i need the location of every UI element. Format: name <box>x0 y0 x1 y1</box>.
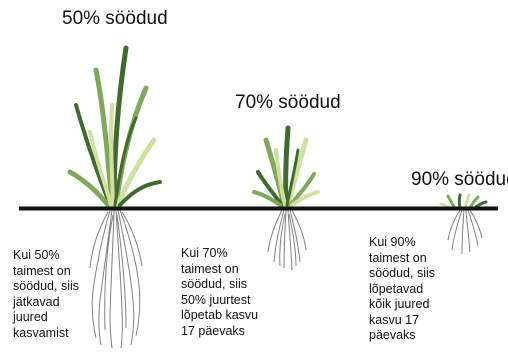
description-line: Kui 50% <box>13 248 79 264</box>
description-line: taimest on <box>369 251 435 267</box>
description-line: Kui 90% <box>369 235 435 251</box>
description-line: söödud, siis <box>369 266 435 282</box>
plant-70-icon <box>254 128 318 270</box>
description-line: päevaks <box>369 328 435 344</box>
description-line: söödud, siis <box>13 279 79 295</box>
description-line: lõpetab kasvu <box>181 308 258 324</box>
panel-1-description: Kui 50% taimest on söödud, siis jätkavad… <box>13 248 79 341</box>
description-line: söödud, siis <box>181 277 258 293</box>
panel-3-description: Kui 90% taimest on söödud, siis lõpetava… <box>369 235 435 344</box>
description-line: juured <box>13 310 79 326</box>
roots-90 <box>448 210 482 254</box>
roots-70 <box>268 210 306 270</box>
description-line: kasvamist <box>13 326 79 342</box>
description-line: taimest on <box>181 262 258 278</box>
plant-50-icon <box>70 48 160 348</box>
description-line: lõpetavad <box>369 282 435 298</box>
description-line: jätkavad <box>13 295 79 311</box>
description-line: kasvu 17 <box>369 313 435 329</box>
description-line: 50% juurtest <box>181 293 258 309</box>
panel-2-description: Kui 70% taimest on söödud, siis 50% juur… <box>181 246 258 339</box>
description-line: kõik juured <box>369 297 435 313</box>
roots-50 <box>90 210 142 348</box>
description-line: Kui 70% <box>181 246 258 262</box>
plant-90-icon <box>441 195 486 254</box>
description-line: 17 päevaks <box>181 324 258 340</box>
description-line: taimest on <box>13 264 79 280</box>
